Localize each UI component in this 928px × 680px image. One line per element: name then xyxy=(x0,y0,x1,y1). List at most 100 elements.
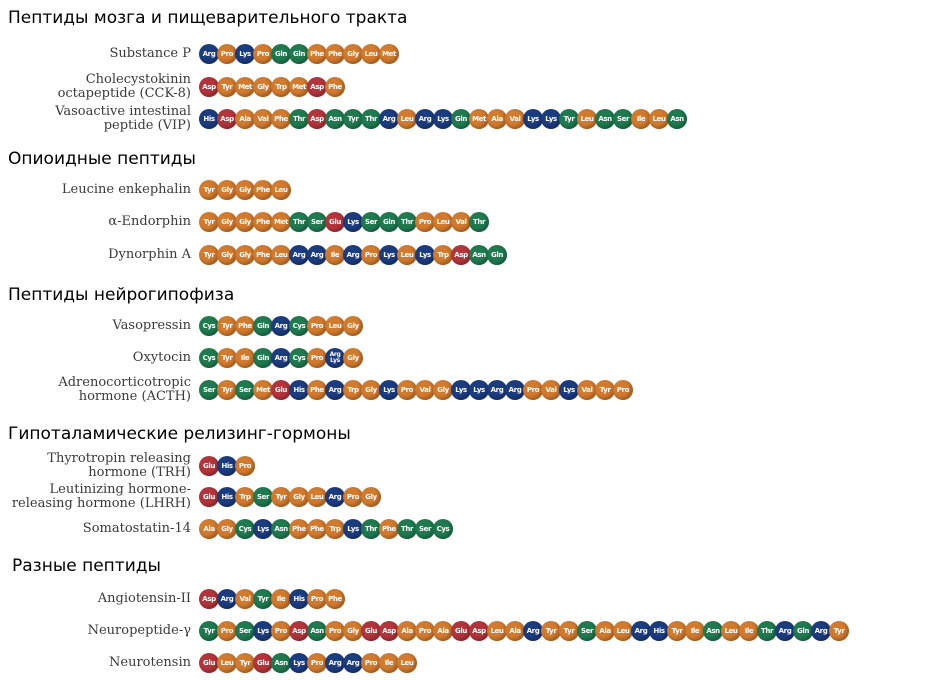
residue-arg: Arg xyxy=(415,109,435,129)
residue-phe: Phe xyxy=(379,519,399,539)
residue-glu: Glu xyxy=(253,653,273,673)
residue-val: Val xyxy=(235,589,255,609)
residue-phe: Phe xyxy=(325,77,345,97)
residue-gln: Gln xyxy=(379,212,399,232)
residue-ile: Ile xyxy=(685,621,705,641)
residue-tyr: Tyr xyxy=(199,180,219,200)
residue-lys: Lys xyxy=(415,245,435,265)
residue-tyr: Tyr xyxy=(199,212,219,232)
residue-thr: Thr xyxy=(361,519,381,539)
residue-val: Val xyxy=(505,109,525,129)
residue-ile: Ile xyxy=(271,589,291,609)
residue-arg: Arg xyxy=(343,245,363,265)
residue-pro: Pro xyxy=(613,380,633,400)
residue-asn: Asn xyxy=(271,653,291,673)
residue-thr: Thr xyxy=(289,109,309,129)
residue-leu: Leu xyxy=(613,621,633,641)
residue-arg: Arg xyxy=(289,245,309,265)
residue-trp: Trp xyxy=(433,245,453,265)
residue-leu: Leu xyxy=(721,621,741,641)
residue-tyr: Tyr xyxy=(199,621,219,641)
residue-pro: Pro xyxy=(523,380,543,400)
residue-lys: Lys xyxy=(253,621,273,641)
residue-asn: Asn xyxy=(703,621,723,641)
residue-trp: Trp xyxy=(235,487,255,507)
residue-lys: Lys xyxy=(343,212,363,232)
residue-glu: Glu xyxy=(199,456,219,476)
residue-arg: Arg xyxy=(325,487,345,507)
residue-phe: Phe xyxy=(325,589,345,609)
residue-thr: Thr xyxy=(397,519,417,539)
residue-arg: Arg xyxy=(487,380,507,400)
residue-leu: Leu xyxy=(649,109,669,129)
residue-glu: Glu xyxy=(361,621,381,641)
residue-arg: Arg xyxy=(379,109,399,129)
residue-arg: Arg xyxy=(631,621,651,641)
peptide-name: Substance P xyxy=(109,46,191,61)
residue-gly: Gly xyxy=(235,212,255,232)
residue-his: His xyxy=(649,621,669,641)
residue-pro: Pro xyxy=(217,621,237,641)
residue-arg: Arg xyxy=(505,380,525,400)
residue-asn: Asn xyxy=(271,519,291,539)
residue-tyr: Tyr xyxy=(829,621,849,641)
residue-cys: Cys xyxy=(289,348,309,368)
residue-pro: Pro xyxy=(361,653,381,673)
residue-leu: Leu xyxy=(577,109,597,129)
residue-gly: Gly xyxy=(343,44,363,64)
residue-arg: Arg xyxy=(307,245,327,265)
residue-met: Met xyxy=(469,109,489,129)
residue-asn: Asn xyxy=(667,109,687,129)
residue-tyr: Tyr xyxy=(541,621,561,641)
residue-ile: Ile xyxy=(325,245,345,265)
residue-val: Val xyxy=(541,380,561,400)
residue-asp: Asp xyxy=(451,245,471,265)
residue-ala: Ala xyxy=(235,109,255,129)
residue-glu: Glu xyxy=(199,487,219,507)
residue-pro: Pro xyxy=(325,621,345,641)
residue-trp: Trp xyxy=(325,519,345,539)
residue-gly: Gly xyxy=(217,519,237,539)
peptide-name: Somatostatin-14 xyxy=(82,521,191,536)
peptide-name: Vasopressin xyxy=(112,318,191,333)
residue-tyr: Tyr xyxy=(595,380,615,400)
residue-lys: Lys xyxy=(433,109,453,129)
residue-met: Met xyxy=(253,380,273,400)
residue-lys: Lys xyxy=(469,380,489,400)
peptide-name: Dynorphin A xyxy=(108,247,191,262)
residue-ala: Ala xyxy=(505,621,525,641)
residue-phe: Phe xyxy=(307,44,327,64)
residue-thr: Thr xyxy=(469,212,489,232)
residue-ser: Ser xyxy=(415,519,435,539)
residue-gly: Gly xyxy=(235,180,255,200)
section-heading: Пептиды мозга и пищеварительного тракта xyxy=(8,8,408,28)
peptide-name: Oxytocin xyxy=(132,350,191,365)
residue-arg: Arg xyxy=(343,653,363,673)
residue-pro: Pro xyxy=(217,44,237,64)
residue-ser: Ser xyxy=(361,212,381,232)
residue-ile: Ile xyxy=(739,621,759,641)
section-heading: Разные пептиды xyxy=(12,556,161,576)
residue-his: His xyxy=(217,487,237,507)
residue-phe: Phe xyxy=(253,245,273,265)
residue-tyr: Tyr xyxy=(235,653,255,673)
residue-val: Val xyxy=(451,212,471,232)
residue-asp: Asp xyxy=(199,77,219,97)
section-heading: Гипоталамические релизинг-гормоны xyxy=(8,424,351,444)
residue-ile: Ile xyxy=(631,109,651,129)
residue-cys: Cys xyxy=(199,348,219,368)
residue-phe: Phe xyxy=(271,109,291,129)
residue-leu: Leu xyxy=(397,245,417,265)
residue-leu: Leu xyxy=(325,316,345,336)
residue-lys: Lys xyxy=(235,44,255,64)
residue-gln: Gln xyxy=(253,316,273,336)
residue-phe: Phe xyxy=(235,316,255,336)
residue-glu: Glu xyxy=(199,653,219,673)
residue-thr: Thr xyxy=(757,621,777,641)
residue-cys: Cys xyxy=(433,519,453,539)
